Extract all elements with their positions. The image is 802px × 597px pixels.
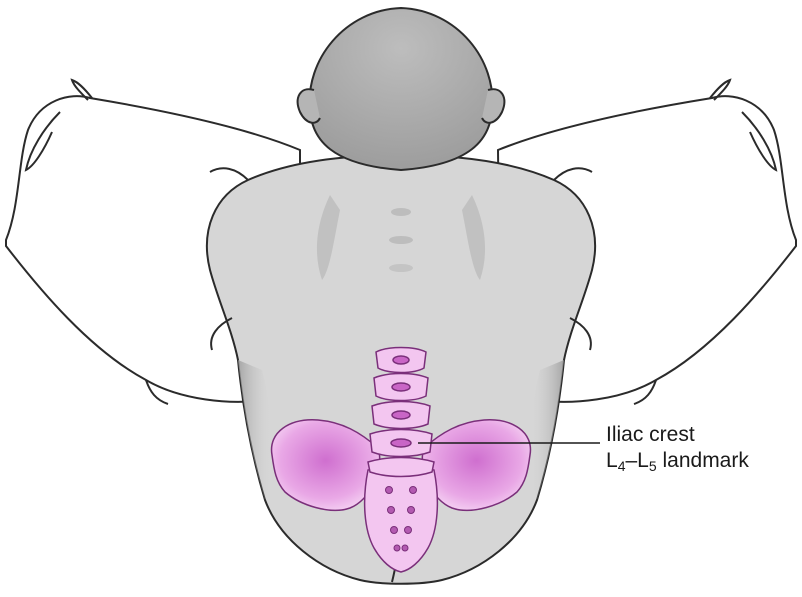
subscript-5: 5 xyxy=(649,458,657,474)
dash: – xyxy=(625,449,637,472)
l-letter-b: L xyxy=(637,449,649,472)
l-letter-a: L xyxy=(606,449,618,472)
iliac-crest-label: Iliac crest xyxy=(606,424,695,445)
vertebra-l5 xyxy=(368,458,434,477)
landmark-text: landmark xyxy=(657,449,749,472)
head xyxy=(298,8,505,170)
l4-l5-landmark-label: L4–L5 landmark xyxy=(606,450,749,471)
